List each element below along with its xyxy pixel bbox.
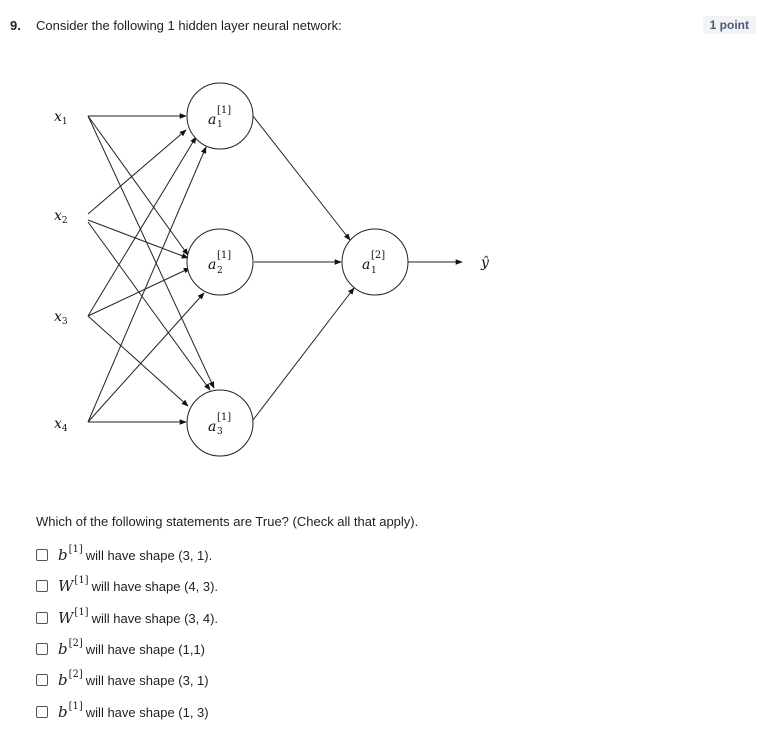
input-x3-label: x3 bbox=[54, 309, 68, 327]
prediction-label: ŷ bbox=[480, 254, 490, 271]
edge-x2-a2 bbox=[87, 219, 189, 259]
option-superscript: [2] bbox=[68, 668, 83, 680]
option-text: will have shape (1, 3) bbox=[85, 704, 209, 720]
option-text: will have shape (3, 1). bbox=[85, 547, 213, 563]
svg-text:[2]: [2] bbox=[371, 250, 385, 261]
checkbox[interactable] bbox=[36, 643, 48, 655]
option-symbol: b bbox=[58, 671, 68, 689]
svg-text:[1]: [1] bbox=[217, 250, 231, 261]
option-superscript: [1] bbox=[74, 606, 89, 618]
svg-text:a: a bbox=[208, 112, 216, 128]
input-x2-label: x2 bbox=[54, 208, 68, 226]
hidden-output-edges bbox=[252, 115, 463, 421]
svg-text:2: 2 bbox=[217, 266, 223, 276]
option-6[interactable]: b[1]will have shape (1, 3) bbox=[36, 700, 209, 721]
output-node: a [2] 1 bbox=[341, 228, 409, 296]
edge-x4-a1 bbox=[87, 146, 207, 423]
svg-text:1: 1 bbox=[371, 266, 377, 276]
option-2[interactable]: W[1]will have shape (4, 3). bbox=[36, 574, 219, 595]
svg-text:[1]: [1] bbox=[217, 412, 231, 423]
svg-text:a: a bbox=[208, 419, 216, 435]
option-symbol: W bbox=[58, 609, 74, 627]
instruction-prompt: Which of the following statements are Tr… bbox=[36, 514, 419, 529]
question-number: 9. bbox=[10, 18, 21, 33]
edge-x2-a3 bbox=[87, 221, 211, 391]
edge-x1-a3 bbox=[87, 115, 215, 389]
points-badge: 1 point bbox=[702, 16, 756, 34]
hidden-node-2: a [1] 2 bbox=[186, 228, 254, 296]
svg-text:a: a bbox=[362, 257, 370, 273]
edge-x4-a2 bbox=[87, 292, 205, 423]
edge-x3-a1 bbox=[87, 136, 197, 317]
option-symbol: W bbox=[58, 577, 74, 595]
checkbox[interactable] bbox=[36, 549, 48, 561]
edge-a1-out bbox=[252, 115, 351, 241]
checkbox[interactable] bbox=[36, 612, 48, 624]
option-5[interactable]: b[2]will have shape (3, 1) bbox=[36, 668, 209, 689]
question-text: Consider the following 1 hidden layer ne… bbox=[36, 18, 342, 33]
option-text: will have shape (1,1) bbox=[85, 641, 206, 657]
option-text: will have shape (3, 1) bbox=[85, 672, 209, 688]
option-symbol: b bbox=[58, 640, 68, 658]
checkbox[interactable] bbox=[36, 580, 48, 592]
option-1[interactable]: b[1]will have shape (3, 1). bbox=[36, 543, 213, 564]
option-4[interactable]: b[2]will have shape (1,1) bbox=[36, 637, 206, 658]
edge-x1-a2 bbox=[87, 115, 189, 256]
hidden-node-1: a [1] 1 bbox=[186, 82, 254, 150]
option-superscript: [2] bbox=[68, 637, 83, 649]
svg-text:3: 3 bbox=[217, 427, 223, 437]
edge-a3-out bbox=[252, 287, 355, 421]
option-symbol: b bbox=[58, 703, 68, 721]
input-labels: x1 x2 x3 x4 bbox=[54, 109, 68, 434]
edge-x2-a1 bbox=[87, 129, 187, 215]
svg-text:a: a bbox=[208, 257, 216, 273]
option-3[interactable]: W[1]will have shape (3, 4). bbox=[36, 606, 219, 627]
svg-text:[1]: [1] bbox=[217, 105, 231, 116]
edge-x3-a2 bbox=[87, 267, 191, 317]
checkbox[interactable] bbox=[36, 706, 48, 718]
neural-network-diagram: x1 x2 x3 x4 a [1] 1 a [1] 2 a [1] 3 a [2… bbox=[54, 82, 490, 457]
input-hidden-edges bbox=[87, 113, 215, 425]
option-text: will have shape (3, 4). bbox=[91, 610, 219, 626]
option-superscript: [1] bbox=[74, 574, 89, 586]
input-x1-label: x1 bbox=[54, 109, 68, 127]
input-x4-label: x4 bbox=[54, 416, 68, 434]
option-superscript: [1] bbox=[68, 543, 83, 555]
edge-x3-a3 bbox=[87, 315, 189, 407]
option-symbol: b bbox=[58, 546, 68, 564]
svg-text:1: 1 bbox=[217, 120, 223, 130]
option-superscript: [1] bbox=[68, 700, 83, 712]
option-text: will have shape (4, 3). bbox=[91, 578, 219, 594]
checkbox[interactable] bbox=[36, 674, 48, 686]
hidden-node-3: a [1] 3 bbox=[186, 389, 254, 457]
